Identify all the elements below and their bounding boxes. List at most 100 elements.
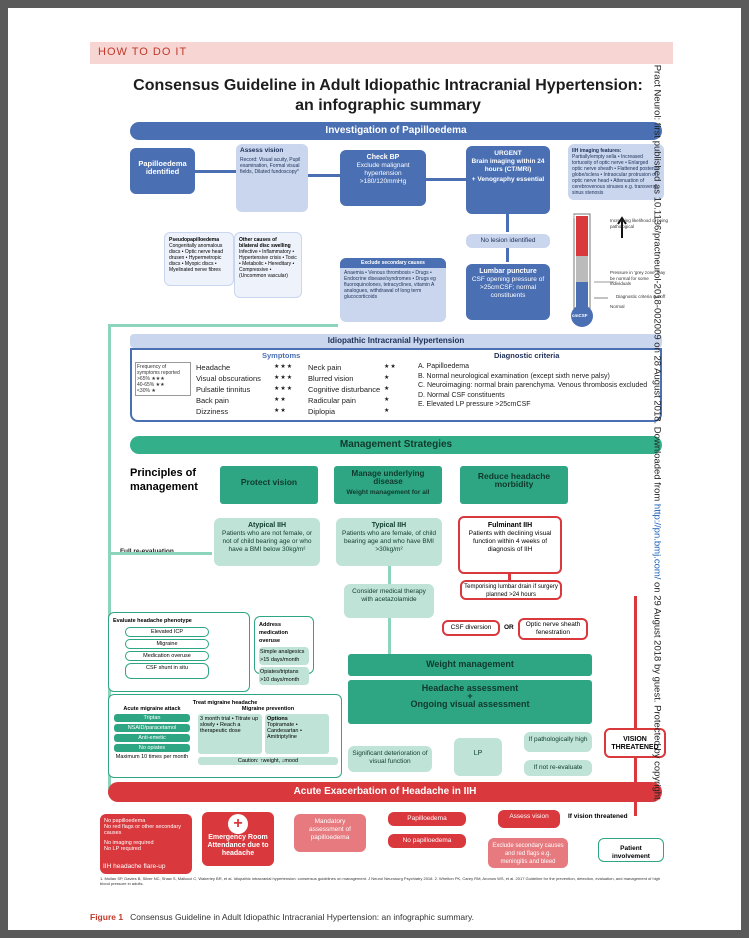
headache-assess-label: Headache assessment — [421, 683, 519, 693]
infographic-title: Consensus Guideline in Adult Idiopathic … — [98, 76, 678, 116]
connector — [426, 178, 466, 181]
thermo-label-normal: Normal — [610, 304, 625, 309]
weight-all-label: Weight management for all — [346, 489, 430, 496]
symptom-row: Radicular pain★ — [308, 396, 391, 405]
other-causes-list: Infective • Inflammatory • Hypertensive … — [239, 249, 297, 279]
assess-vision-list: Record: Visual acuity, Pupil examination… — [240, 157, 301, 175]
flare-label: IIH headache flare-up — [100, 860, 192, 874]
underlying-label: Manage underlying disease — [351, 469, 425, 486]
flare-item: No red flags or other secondary causes — [104, 824, 182, 836]
tick: 60 — [570, 214, 576, 219]
side-text-a: Pract Neurol: first published as 10.1136… — [651, 64, 663, 504]
lumbar-text: CSF opening pressure of >25cmCSF; normal… — [471, 276, 545, 299]
protect-vision-box: Protect vision — [220, 466, 318, 504]
ongoing-visual-label: Ongoing visual assessment — [410, 699, 530, 709]
check-bp-text: Exclude malignant hypertension >180/120m… — [356, 162, 410, 185]
connector — [508, 574, 511, 582]
management-bar: Management Strategies — [130, 436, 662, 454]
page: HOW TO DO IT Consensus Guideline in Adul… — [8, 8, 741, 930]
references: 1. Mollan SP, Davies B, Silver NC, Shaw … — [100, 876, 661, 886]
figure-caption-text: Consensus Guideline in Adult Idiopathic … — [130, 912, 474, 922]
urgent-text: Brain imaging within 24 hours (CT/MRI) — [471, 158, 545, 173]
symptom-row: Back pain★★ — [196, 396, 287, 405]
eval-item: Elevated ICP — [125, 627, 209, 637]
weight-management-bar: Weight management — [348, 654, 592, 676]
connector — [108, 552, 212, 555]
check-bp-label: Check BP — [366, 154, 400, 161]
reduce-headache-box: Reduce headache morbidity — [460, 466, 568, 504]
cross-icon: + — [228, 814, 248, 834]
addr-item: Opiates/triptans >10 days/month — [259, 667, 309, 685]
pseudopapilloedema-box: Pseudopapilloedema Congenitally anomalou… — [164, 232, 234, 286]
typical-box: Typical IIH Patients who are female, of … — [336, 518, 442, 566]
acute-title: Acute migraine attack — [123, 706, 181, 712]
symptoms-right: Neck pain★★ Blurred vision★ Cognitive di… — [308, 362, 418, 417]
onsf-box: Optic nerve sheath fenestration — [518, 618, 588, 640]
dx-title: Diagnostic criteria — [494, 351, 560, 360]
freq-row: >65% ★★★ — [137, 376, 165, 382]
exclude-secondary-box: Exclude secondary causes Anaemia • Venou… — [340, 258, 446, 322]
imaging-features-list: Partially/empty sella • Increased tortuo… — [572, 154, 660, 196]
thermo-label-cutoff: Diagnostic criteria cut off — [616, 294, 666, 299]
acute-attack-panel: Acute migraine attack Triptan NSAID/para… — [112, 706, 192, 760]
fulminant-title: Fulminant IIH — [487, 522, 533, 529]
iih-bar: Idiopathic Intracranial Hypertension — [130, 334, 662, 348]
evaluate-phenotype-box: Evaluate headache phenotype Elevated ICP… — [108, 612, 250, 692]
side-text-b: on 29 August 2018 by guest. Protected by… — [651, 579, 663, 803]
check-bp-box: Check BP Exclude malignant hypertension … — [340, 150, 426, 206]
connector — [308, 174, 340, 177]
assess-vision-2-box: Assess vision — [498, 810, 560, 828]
typical-text: Patients who are female, of child bearin… — [342, 530, 436, 553]
flare-item: No LP required — [104, 846, 141, 852]
assess-vision-box: Assess vision Record: Visual acuity, Pup… — [236, 144, 308, 212]
connector — [388, 566, 391, 584]
dx-item: A. Papilloedema — [418, 363, 469, 370]
atypical-title: Atypical IIH — [247, 522, 287, 529]
acute-item: NSAID/paracetamol — [114, 724, 190, 732]
pseudo-title: Pseudopapilloedema — [169, 237, 220, 243]
lp-box: LP — [454, 738, 502, 776]
exclude-secondary-list: Anaemia • Venous thrombosis • Drugs • En… — [344, 270, 436, 300]
title-line-2: an infographic summary — [295, 97, 481, 114]
no-papilloedema-box: No papilloedema — [388, 834, 466, 848]
exclude-secondary-title: Exclude secondary causes — [340, 258, 446, 268]
vision-threatened-box: VISION THREATENED — [604, 728, 666, 758]
options-list: Topiramate • Candesartan • Amitriptyline — [267, 722, 302, 740]
imaging-features-title: IIH imaging features: — [572, 148, 622, 154]
temporising-box: Temporising lumbar drain if surgery plan… — [460, 580, 562, 600]
typical-title: Typical IIH — [371, 522, 407, 529]
papilloedema-box: Papilloedema — [388, 812, 466, 826]
plus-label: + — [467, 691, 473, 701]
connector — [195, 170, 236, 173]
principles-label: Principles of management — [130, 467, 198, 493]
eval-item: CSF shunt in situ — [125, 663, 209, 679]
imaging-features-box: IIH imaging features: Partially/empty se… — [568, 144, 664, 200]
if-pathologically-box: If pathologically high — [524, 732, 592, 752]
dx-item: D. Normal CSF constituents — [418, 391, 505, 399]
thermo-unit: cmCSF — [572, 313, 588, 318]
freq-row: <30% ★ — [137, 388, 156, 394]
freq-row: 40-65% ★★ — [137, 382, 165, 388]
other-causes-box: Other causes of bilateral disc swelling … — [234, 232, 302, 298]
exclude-secondary-2-box: Exclude secondary causes and red flags e… — [488, 838, 568, 868]
side-link[interactable]: http://pn.bmj.com/ — [651, 503, 663, 580]
headache-assessment-bar: Headache assessment + Ongoing visual ass… — [348, 680, 592, 724]
atypical-box: Atypical IIH Patients who are not female… — [214, 518, 320, 566]
caution-label: Caution: ↑weight, ↓mood — [198, 757, 338, 765]
thermometer-ticks: 60 — [570, 214, 582, 220]
papilloedema-identified-box: Papilloedema identified — [130, 148, 195, 194]
symptom-row: Dizziness★★ — [196, 407, 287, 416]
options-label: Options — [267, 716, 288, 722]
assess-vision-label: Assess vision — [240, 147, 284, 154]
acute-exacerbation-bar: Acute Exacerbation of Headache in IIH — [108, 782, 662, 802]
symptom-row: Neck pain★★ — [308, 363, 397, 372]
flare-item: No papilloedema — [104, 818, 146, 824]
iih-panel — [130, 348, 662, 422]
figure-caption: Figure 1 Consensus Guideline in Adult Id… — [90, 912, 474, 922]
addr-item: Simple analgesics >15 days/month — [259, 647, 309, 665]
manage-underlying-box: Manage underlying disease Weight managem… — [334, 466, 442, 504]
patient-involvement-box: Patient involvement — [598, 838, 664, 862]
fulminant-box: Fulminant IIH Patients with declining vi… — [458, 516, 562, 574]
connector — [506, 214, 509, 232]
